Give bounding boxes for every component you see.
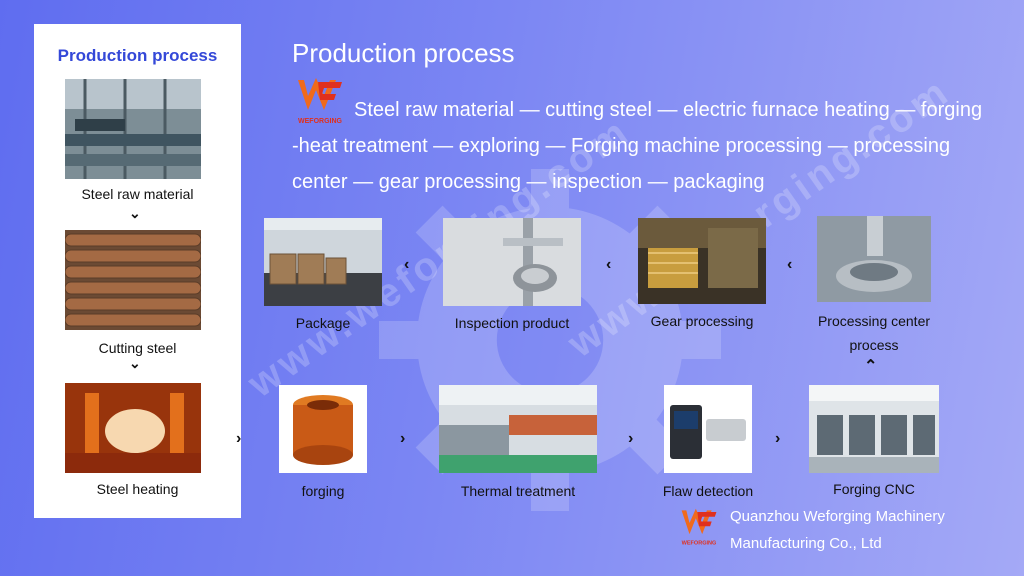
gear-processing-photo [638, 218, 766, 304]
chevron-right-icon: › [775, 430, 781, 447]
company-logo-icon: WEFORGING [681, 508, 717, 546]
page-title: Production process [292, 38, 515, 68]
step-label: forging [301, 483, 345, 499]
chevron-left-icon: ‹ [606, 256, 612, 273]
step-label: Thermal treatment [460, 483, 576, 499]
step-label: Processing center process [800, 309, 948, 357]
company-name-line: Quanzhou Weforging Machinery [730, 508, 945, 525]
step-label: Inspection product [454, 315, 570, 331]
chevron-down-icon: ⌄ [129, 205, 141, 221]
step-label: Flaw detection [662, 483, 754, 499]
weforging-logo-icon: WEFORGING [298, 78, 343, 125]
company-name-line: Manufacturing Co., Ltd [730, 535, 882, 552]
process-description-text: Steel raw material — cutting steel — ele… [292, 99, 983, 193]
package-photo [264, 218, 382, 306]
company-name: Quanzhou Weforging Machinery Manufacturi… [730, 503, 945, 557]
sidebar-step-label: Steel heating [96, 481, 179, 497]
chevron-left-icon: ‹ [787, 256, 793, 273]
sidebar-step-label: Cutting steel [98, 340, 177, 356]
chevron-right-icon: › [628, 430, 634, 447]
cutting-steel-photo [65, 230, 201, 330]
step-label: Package [295, 315, 351, 331]
svg-text:WEFORGING: WEFORGING [682, 540, 717, 546]
forging-cnc-photo [809, 385, 939, 473]
chevron-right-icon: › [400, 430, 406, 447]
svg-text:WEFORGING: WEFORGING [298, 118, 342, 125]
chevron-down-icon: ⌄ [129, 355, 141, 371]
steel-raw-material-photo [65, 79, 201, 179]
step-label: Forging CNC [833, 481, 915, 497]
processing-center-photo [817, 216, 931, 302]
flaw-detection-photo [664, 385, 752, 473]
sidebar-step-label: Steel raw material [81, 186, 194, 202]
process-description: Steel raw material — cutting steel — ele… [292, 92, 992, 200]
chevron-left-icon: ‹ [404, 256, 410, 273]
steel-heating-photo [65, 383, 201, 483]
step-label-text: Processing center process [817, 313, 931, 353]
step-label: Gear processing [650, 313, 754, 329]
sidebar-title: Production process [57, 46, 218, 65]
inspection-product-photo [443, 218, 581, 306]
forging-photo [279, 385, 367, 473]
thermal-treatment-photo [439, 385, 597, 473]
chevron-up-icon: ⌃ [864, 358, 878, 375]
sidebar-panel: Production process Steel raw material ⌄ [34, 24, 241, 518]
chevron-right-icon: › [236, 430, 242, 447]
